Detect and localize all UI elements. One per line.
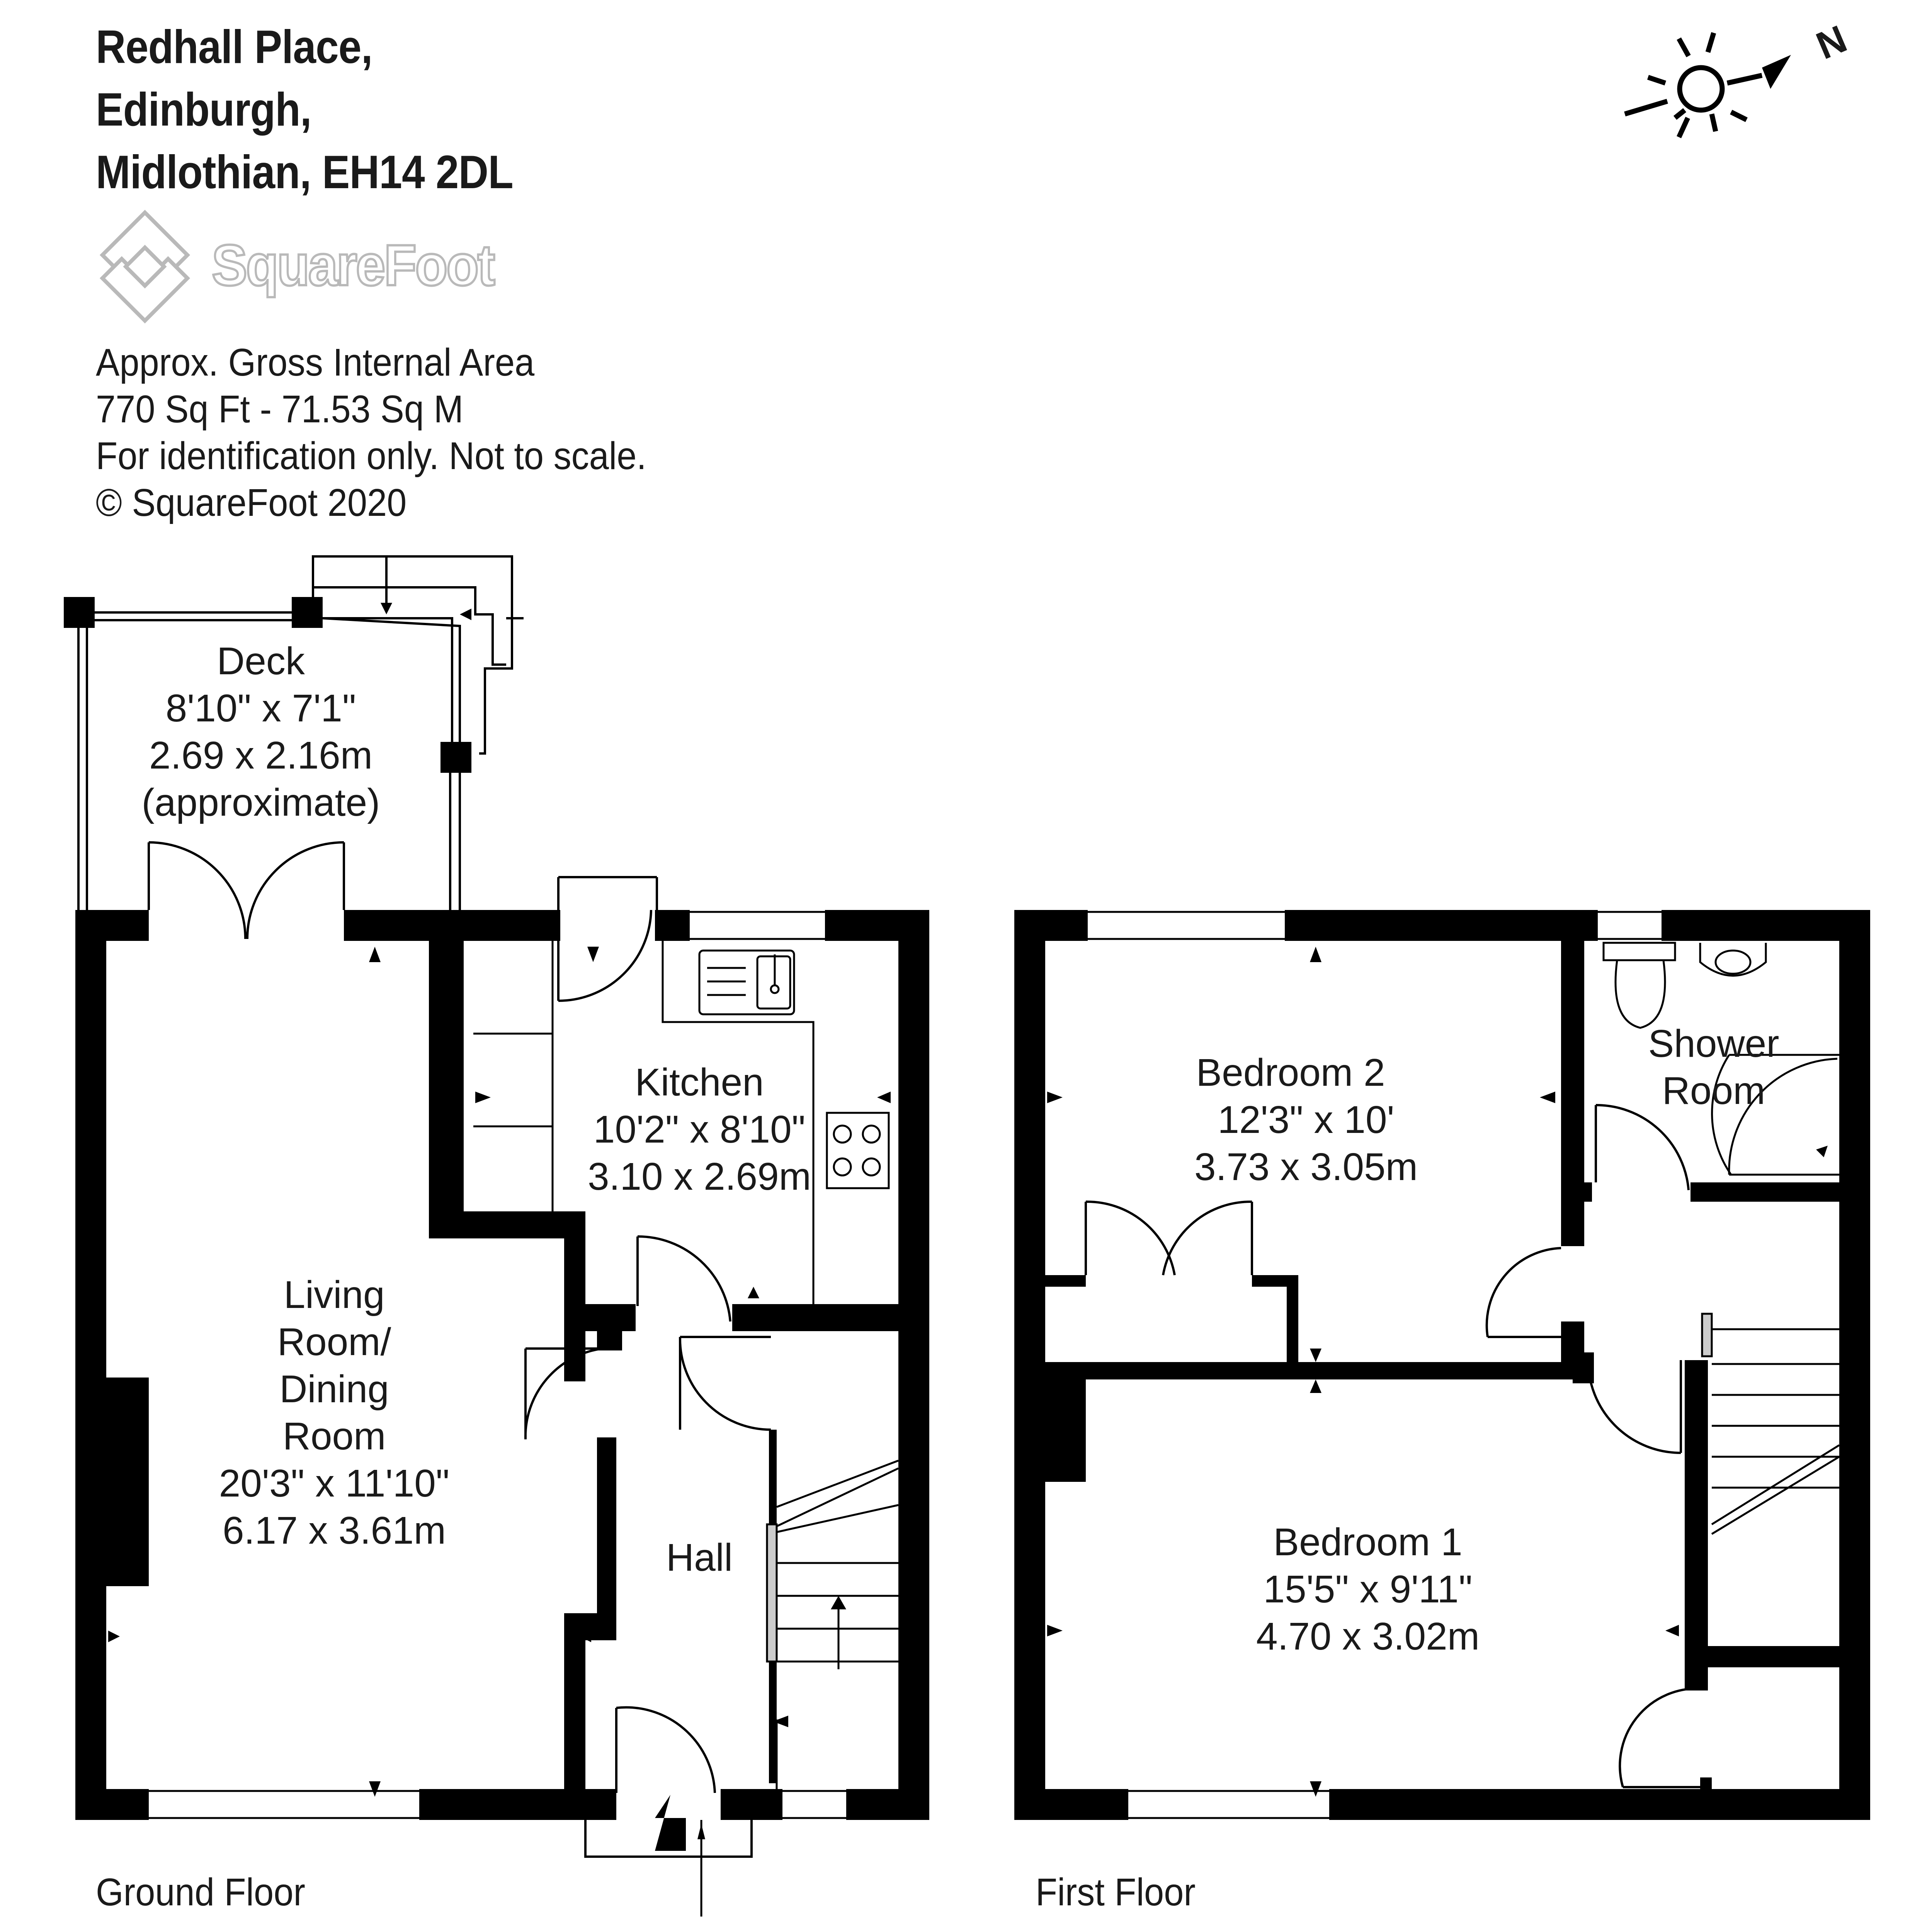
living-name-2: Room/ <box>277 1320 391 1364</box>
hall-name: Hall <box>666 1536 733 1579</box>
squarefoot-logo-icon <box>99 209 190 324</box>
bedroom2-imperial: 12'3" x 10' <box>1218 1098 1394 1141</box>
bedroom1-name: Bedroom 1 <box>1273 1520 1462 1564</box>
living-name-4: Room <box>283 1415 386 1458</box>
kitchen-imperial: 10'2" x 8'10" <box>594 1108 805 1151</box>
first-floor-walls <box>1014 910 1870 1820</box>
kitchen-fittings <box>473 941 890 1304</box>
address-line-3: Midlothian, EH14 2DL <box>96 146 514 198</box>
deck-note: (approximate) <box>142 781 380 824</box>
first-floor-doors <box>1085 1104 1701 1788</box>
ground-floor-stairs <box>700 1459 899 1917</box>
bedroom1-metric: 4.70 x 3.02m <box>1256 1615 1480 1658</box>
deck-outline <box>77 555 524 910</box>
shower-name-2: Room <box>1662 1069 1765 1112</box>
brand-name: SquareFoot <box>211 231 496 299</box>
info-block: Approx. Gross Internal Area 770 Sq Ft - … <box>96 339 646 526</box>
address-block: Redhall Place, Edinburgh, Midlothian, EH… <box>96 15 514 203</box>
bedroom2-metric: 3.73 x 3.05m <box>1194 1145 1418 1189</box>
bedroom1-imperial: 15'5" x 9'11" <box>1263 1568 1472 1611</box>
address-line-2: Edinburgh, <box>96 83 312 136</box>
living-metric: 6.17 x 3.61m <box>223 1509 446 1552</box>
compass-sun-icon <box>1624 32 1763 138</box>
shower-name-1: Shower <box>1648 1022 1779 1065</box>
living-imperial: 20'3" x 11'10" <box>219 1462 450 1505</box>
north-label: N <box>1810 17 1853 68</box>
deck-imperial: 8'10" x 7'1" <box>166 687 356 730</box>
kitchen-metric: 3.10 x 2.69m <box>588 1155 811 1198</box>
first-floor-stairs <box>1701 1313 1840 1535</box>
first-floor-label: First Floor <box>1036 1871 1196 1914</box>
deck-name: Deck <box>217 639 305 683</box>
living-name-3: Dining <box>279 1367 389 1411</box>
address-line-1: Redhall Place, <box>96 20 373 73</box>
deck-metric: 2.69 x 2.16m <box>149 734 372 777</box>
living-name-1: Living <box>284 1273 384 1316</box>
info-disclaimer: For identification only. Not to scale. <box>96 434 646 478</box>
shower-room-fittings <box>1602 942 1839 1176</box>
info-area-title: Approx. Gross Internal Area <box>96 341 535 384</box>
deck-french-door <box>148 841 345 939</box>
info-area-value: 770 Sq Ft - 71.53 Sq M <box>96 388 464 431</box>
kitchen-name: Kitchen <box>635 1061 764 1104</box>
ground-floor-walls <box>75 910 929 1820</box>
north-arrow-icon <box>1762 55 1791 89</box>
ground-floor-label: Ground Floor <box>96 1871 306 1914</box>
info-copyright: © SquareFoot 2020 <box>96 481 407 524</box>
ground-floor-doors <box>524 876 771 1858</box>
bedroom2-name: Bedroom 2 <box>1196 1051 1385 1094</box>
